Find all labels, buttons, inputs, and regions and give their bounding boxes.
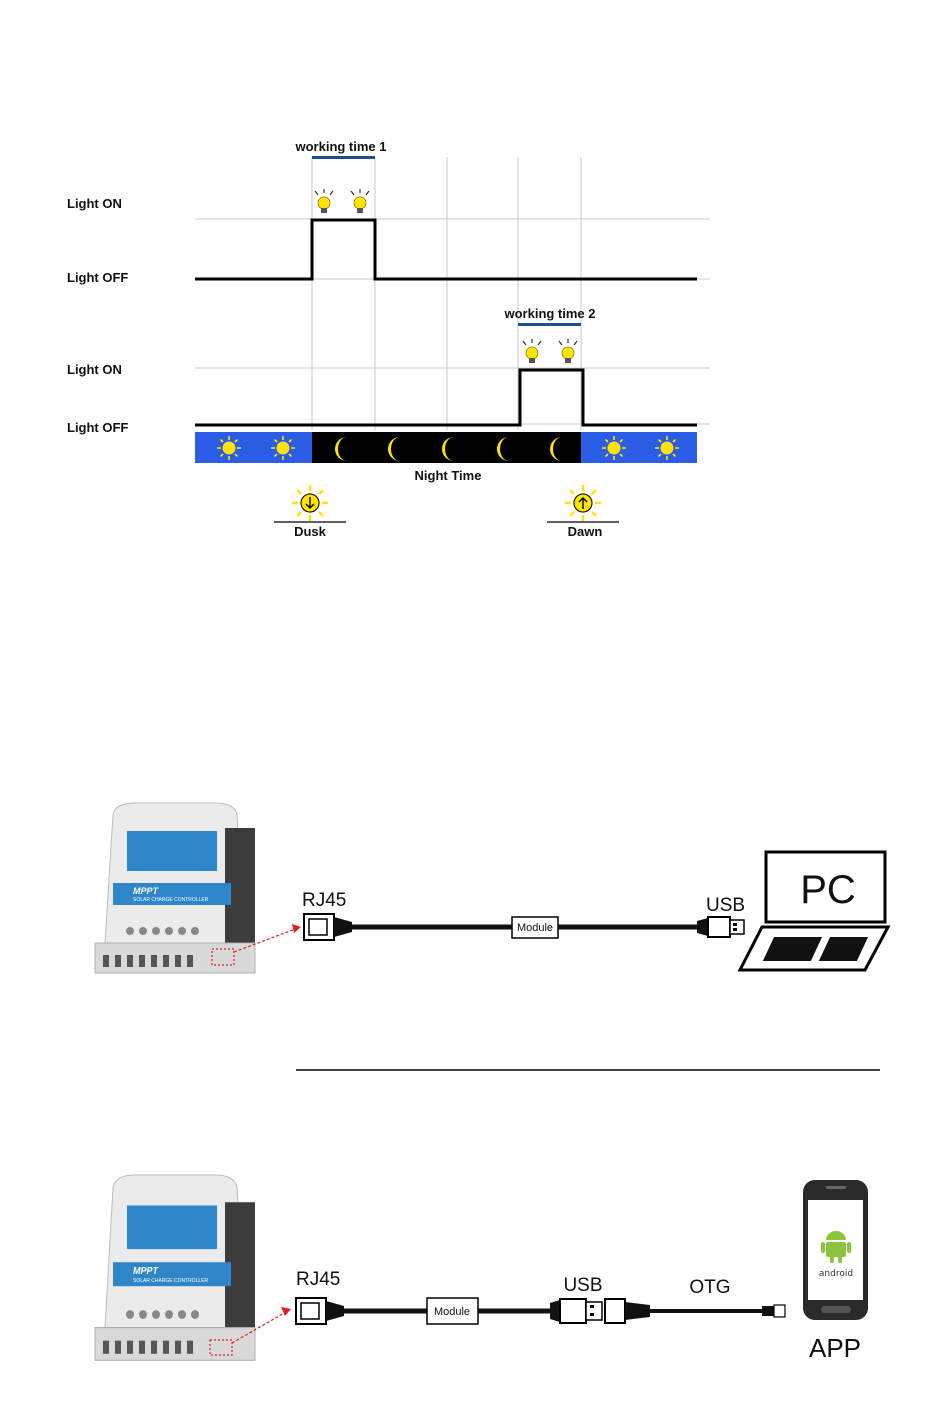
bulb-icon	[523, 339, 541, 363]
sun-icon	[217, 436, 241, 460]
usb-plug	[550, 1299, 602, 1323]
dawn-label: Dawn	[568, 524, 603, 539]
top-light-off-label: Light OFF	[67, 270, 128, 285]
sun-icon	[602, 436, 626, 460]
solar-charge-controller: MPPT SOLAR CHARGE CONTROLLER	[95, 1175, 255, 1360]
bulb-icon	[559, 339, 577, 363]
micro-usb-plug	[762, 1305, 785, 1317]
working-time-1-bar	[312, 156, 375, 159]
app-label: APP	[809, 1333, 861, 1363]
pc-label: PC	[800, 868, 856, 912]
usb-label: USB	[706, 895, 745, 916]
sun-icon	[271, 436, 295, 460]
dawn-icon	[565, 485, 601, 521]
waveform-working-time-2	[195, 370, 697, 425]
grid-lines	[195, 157, 710, 430]
timing-diagram: working time 1 working time 2 Light ON L…	[67, 139, 710, 539]
working-time-2-label: working time 2	[503, 306, 595, 321]
solar-charge-controller: MPPT SOLAR CHARGE CONTROLLER	[95, 803, 255, 973]
top-light-on-label: Light ON	[67, 196, 122, 211]
waveform-working-time-1	[195, 220, 697, 279]
otg-adapter	[605, 1299, 650, 1323]
module-label: Module	[517, 922, 553, 934]
bulb-icon	[315, 189, 333, 213]
night-time-label: Night Time	[415, 468, 482, 483]
working-time-1-label: working time 1	[294, 139, 386, 154]
usb-plug	[697, 917, 744, 937]
day-band-right	[581, 432, 697, 463]
rj45-plug	[304, 914, 352, 940]
pc-connection-diagram: MPPT SOLAR CHARGE CONTROLLER RJ45 Module…	[95, 803, 888, 973]
dusk-label: Dusk	[294, 524, 327, 539]
dusk-icon	[292, 485, 328, 521]
working-time-2-bar	[518, 323, 581, 326]
controller-subtitle: SOLAR CHARGE CONTROLLER	[133, 1278, 208, 1284]
controller-subtitle: SOLAR CHARGE CONTROLLER	[133, 897, 209, 903]
app-connection-diagram: MPPT SOLAR CHARGE CONTROLLER RJ45 Module…	[95, 1175, 868, 1363]
rj45-plug	[296, 1298, 344, 1324]
controller-title: MPPT	[133, 886, 160, 896]
rj45-label: RJ45	[302, 890, 346, 911]
rj45-label: RJ45	[296, 1269, 340, 1290]
usb-label: USB	[563, 1275, 602, 1296]
controller-title: MPPT	[133, 1265, 159, 1276]
module-label: Module	[434, 1306, 470, 1318]
bulb-icon	[351, 189, 369, 213]
bottom-light-off-label: Light OFF	[67, 420, 128, 435]
sun-icon	[655, 436, 679, 460]
bottom-light-on-label: Light ON	[67, 362, 122, 377]
android-wordmark: android	[819, 1269, 853, 1279]
otg-label: OTG	[689, 1277, 730, 1298]
